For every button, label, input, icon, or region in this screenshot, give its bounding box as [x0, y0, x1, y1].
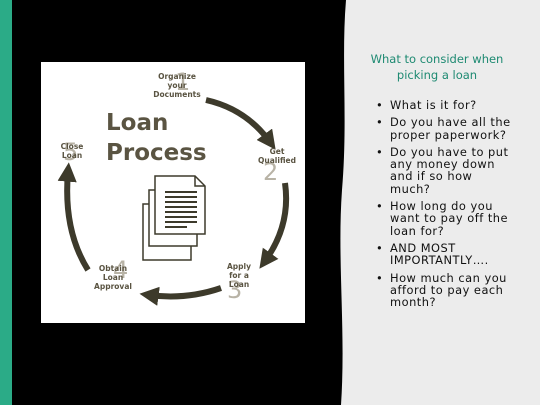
bullet-text: Do you have all the proper paperwork? [390, 115, 511, 142]
step-label: Qualified [258, 156, 296, 165]
right-content-panel [332, 0, 540, 405]
diagram-title: Process [106, 140, 207, 166]
bullet-dot: • [376, 144, 384, 159]
step-label: Documents [153, 90, 201, 99]
step-label: Approval [94, 282, 132, 291]
step-number: 5 [63, 138, 78, 166]
bullet-item: • How long do you want to pay off the loa… [374, 200, 514, 237]
bullet-text: AND MOST IMPORTANTLY…. [390, 240, 489, 268]
step-label: Loan [103, 273, 123, 282]
cycle-arrow [57, 162, 91, 272]
bullet-text: How much can you afford to pay each mont… [390, 270, 507, 310]
panel-background [340, 0, 540, 405]
bullet-item: • Do you have to put any money down and i… [374, 146, 514, 195]
bullet-item: • Do you have all the proper paperwork? [374, 116, 514, 141]
bullet-dot: • [376, 199, 384, 214]
loan-process-diagram: 1 2 3 4 5 Organize your Documents Get Qu… [57, 68, 296, 306]
bullet-item: • How much can you afford to pay each mon… [374, 270, 514, 310]
documents-icon [142, 175, 206, 261]
bullet-text: What is it for? [390, 98, 477, 112]
step-label: your [167, 81, 186, 90]
step-label: for a [229, 271, 249, 280]
bullet-dot: • [376, 98, 384, 112]
step-number: 4 [113, 256, 128, 284]
step-label: Loan [62, 151, 82, 160]
bullet-item: • What is it for? [374, 98, 514, 112]
step-label: Organize [158, 72, 196, 81]
bullet-dot: • [376, 270, 384, 285]
accent-bar [0, 0, 12, 405]
bullet-item: • AND MOST IMPORTANTLY…. [374, 242, 514, 267]
step-number: 3 [227, 276, 242, 304]
step-label: Close [61, 142, 84, 151]
cycle-arrow [259, 182, 290, 269]
slide-heading: What to consider when picking a loan [370, 52, 504, 82]
step-label: Get [270, 147, 285, 156]
bullet-list: • What is it for? • Do you have all the pr… [374, 99, 514, 313]
step-label: Obtain [99, 264, 127, 273]
cycle-arrow [139, 285, 222, 306]
loan-process-image: 1 2 3 4 5 Organize your Documents Get Qu… [41, 62, 305, 323]
bullet-dot: • [376, 115, 384, 130]
step-number: 2 [263, 158, 278, 186]
bullet-text: Do you have to put any money down and if… [390, 144, 509, 196]
diagram-title: Loan [106, 110, 168, 136]
cycle-arrow [205, 97, 276, 150]
step-label: Loan [229, 280, 249, 289]
step-number: 1 [175, 68, 190, 96]
bullet-text: How long do you want to pay off the loan… [390, 199, 509, 238]
step-label: Apply [227, 262, 251, 271]
bullet-dot: • [376, 240, 384, 255]
